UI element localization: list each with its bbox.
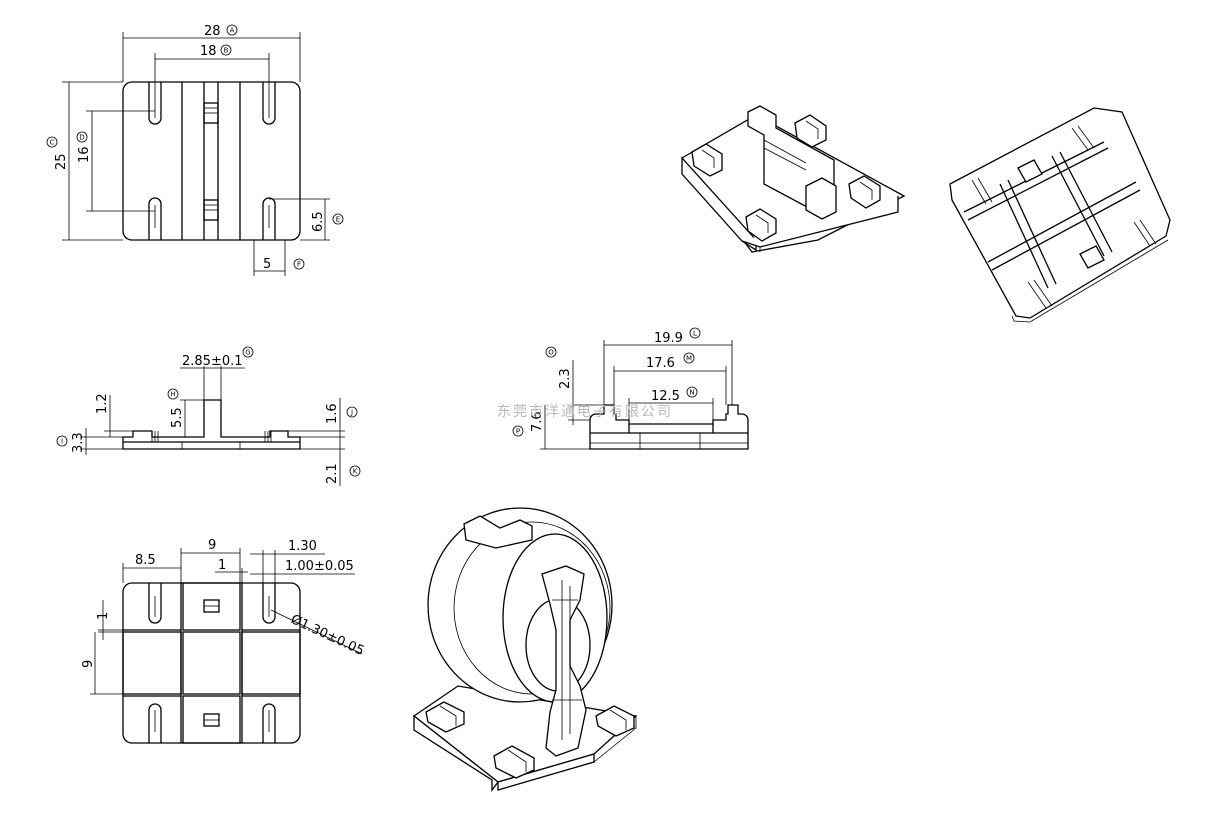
tag-c: C [50,139,55,147]
tag-l: L [693,330,697,338]
dim-1-6: 1.6 [325,403,340,424]
dim-2-1: 2.1 [325,463,340,484]
dim-1-top: 1 [218,558,226,573]
dim-5-5: 5.5 [170,407,185,428]
iso-view-assembled [412,507,638,792]
dim-18: 18 [200,44,217,59]
tag-n: N [689,389,694,397]
tag-f: F [297,261,301,269]
tag-m: M [686,355,692,363]
tag-p: P [516,428,520,436]
dim-28: 28 [204,24,221,39]
top-view: 28 A 18 B 25 C 16 D 6.5 E 5 [46,24,344,276]
tag-j: J [350,409,353,417]
dim-2-85: 2.85±0.1 [182,354,243,369]
tag-e: E [336,216,340,224]
dim-1-30: 1.30 [288,539,317,554]
tag-k: K [353,468,358,476]
tag-b: B [224,47,229,55]
dim-1-left: 1 [96,612,111,620]
dim-19-9: 19.9 [654,331,683,346]
dim-9-top: 9 [208,538,216,553]
dim-3-3: 3.3 [71,432,86,453]
dim-1-00: 1.00±0.05 [285,559,354,574]
tag-h: H [170,391,175,399]
bottom-view: 8.5 9 1 1.30 1.00±0.05 Ø1.30±0.05 1 9 [81,538,366,744]
dim-12-5: 12.5 [651,389,680,404]
dim-7-6: 7.6 [530,411,545,432]
dim-8-5: 8.5 [135,553,156,568]
tag-a: A [230,27,235,35]
tag-g: G [245,349,250,357]
dim-17-6: 17.6 [646,356,675,371]
watermark: 东莞市洋通电子有限公司 [497,403,673,420]
iso-view-top [681,105,906,253]
dim-2-3: 2.3 [558,368,573,389]
tag-d: D [79,134,84,142]
dim-1-2: 1.2 [95,393,110,414]
dim-9-left: 9 [81,660,96,668]
dim-6-5: 6.5 [311,211,326,232]
tag-o: O [548,349,554,357]
dim-5: 5 [263,257,271,272]
dim-16: 16 [77,146,92,163]
front-view: 19.9 L 17.6 M 12.5 N 2.3 O 7.6 P [512,327,749,450]
dim-25: 25 [54,153,69,170]
iso-view-bottom [949,107,1171,323]
side-view: 2.85±0.1 G 5.5 H 1.2 3.3 I 1.6 J 2.1 K [56,346,361,486]
tag-i: I [61,438,63,446]
